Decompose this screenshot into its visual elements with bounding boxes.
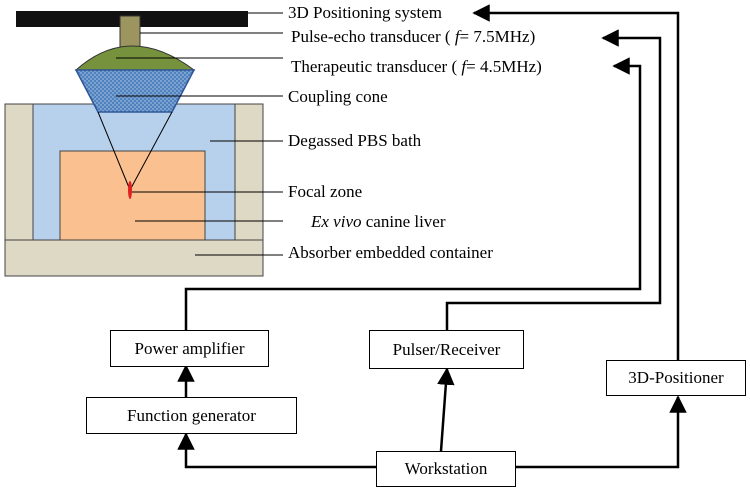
pulse-echo-f: f: [454, 27, 460, 46]
connector-pulser-to-pulse-echo: [445, 29, 662, 330]
positioner-box: 3D-Positioner: [606, 360, 746, 396]
therapeutic-f: f: [461, 57, 467, 76]
liver-rest: canine liver: [361, 212, 446, 231]
connector-workstation-to-function-gen: [177, 432, 376, 469]
label-therapeutic-transducer: Therapeutic transducer ( f= 4.5MHz): [291, 57, 542, 77]
pulse-echo-prefix: Pulse-echo transducer (: [291, 27, 455, 46]
beam-line-left: [97, 111, 131, 191]
beam-line-right: [129, 111, 173, 191]
therapeutic-prefix: Therapeutic transducer (: [291, 57, 462, 76]
connector-workstation-to-pulser: [437, 367, 455, 452]
label-absorber-container: Absorber embedded container: [288, 243, 493, 262]
transducer-stem: [119, 15, 141, 49]
connector-amplifier-to-therapeutic: [184, 57, 642, 330]
liver-italic: Ex vivo: [311, 212, 362, 231]
label-pbs-bath: Degassed PBS bath: [288, 131, 422, 150]
therapeutic-suffix: = 4.5MHz): [466, 57, 542, 76]
label-canine-liver: Ex vivo canine liver: [311, 212, 446, 232]
power-amplifier-box: Power amplifier: [110, 330, 269, 367]
label-positioning-system: 3D Positioning system: [288, 3, 442, 22]
connector-positioner-to-system: [472, 4, 680, 360]
label-pulse-echo-transducer: Pulse-echo transducer ( f= 7.5MHz): [291, 27, 535, 47]
connector-workstation-to-positioner: [515, 395, 687, 469]
label-focal-zone: Focal zone: [288, 182, 363, 201]
canine-liver: [59, 150, 206, 241]
label-coupling-cone: Coupling cone: [288, 87, 388, 106]
pulse-echo-suffix: = 7.5MHz): [459, 27, 536, 46]
focal-zone-mark: [128, 181, 132, 199]
workstation-box: Workstation: [376, 451, 516, 487]
pulser-receiver-box: Pulser/Receiver: [369, 330, 524, 369]
function-generator-box: Function generator: [86, 397, 297, 434]
